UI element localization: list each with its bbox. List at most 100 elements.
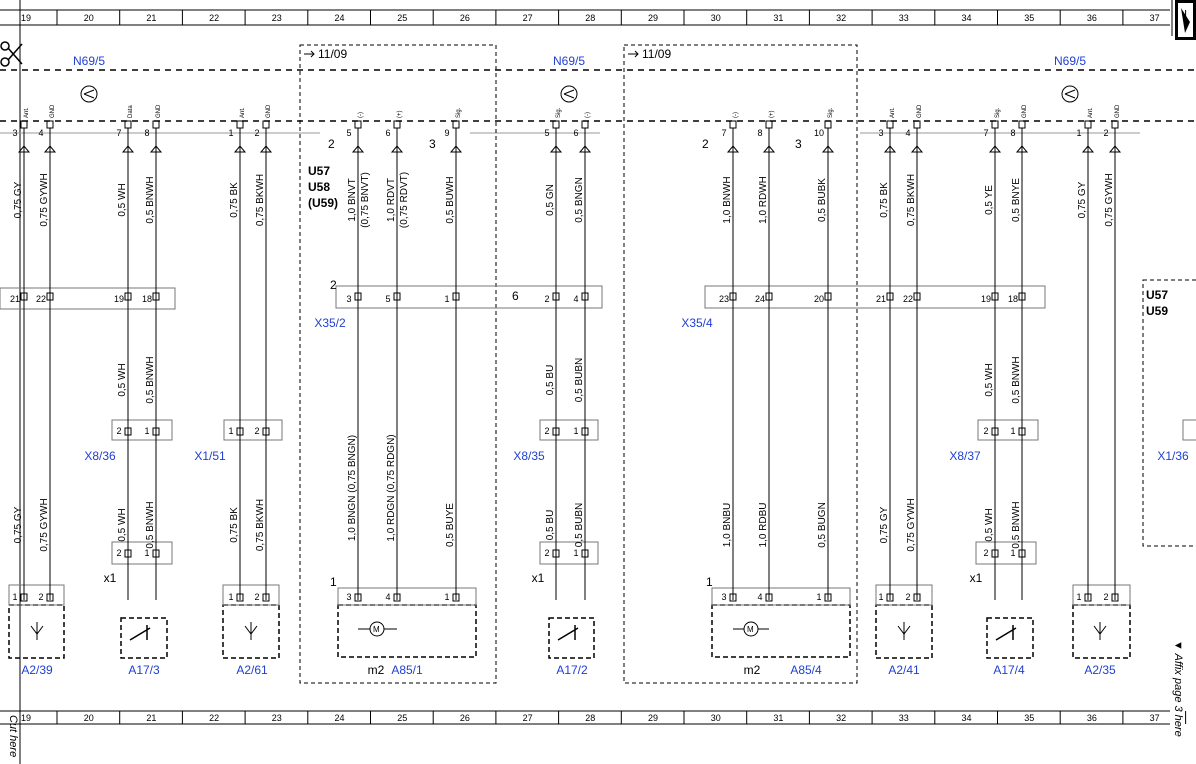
pin-number: 5 bbox=[346, 128, 351, 138]
pin-number: 21 bbox=[10, 294, 20, 304]
pin-socket bbox=[124, 120, 132, 129]
pin-socket bbox=[152, 120, 160, 129]
connector-label: X1/36 bbox=[1157, 449, 1189, 463]
connector-label: X8/37 bbox=[949, 449, 981, 463]
pin-number: 2 bbox=[1103, 592, 1108, 602]
pin-number: 4 bbox=[385, 592, 390, 602]
component-label: A85/1 bbox=[391, 663, 423, 677]
connector-side-number: 3 bbox=[429, 137, 436, 151]
pin-socket bbox=[152, 427, 160, 436]
pin-number: 1 bbox=[1010, 426, 1015, 436]
pin-socket bbox=[824, 593, 832, 602]
bus-label: N69/5 bbox=[1054, 54, 1086, 68]
pin-number: 22 bbox=[903, 294, 913, 304]
pin-socket bbox=[991, 120, 999, 129]
pin-number: 4 bbox=[38, 128, 43, 138]
pin-number: 1 bbox=[1076, 592, 1081, 602]
signal-label: Sig. bbox=[995, 107, 1001, 118]
pin-socket bbox=[824, 120, 832, 129]
pin-number: 8 bbox=[144, 128, 149, 138]
connector-side-number: 1 bbox=[706, 575, 713, 589]
pin-socket bbox=[354, 292, 362, 301]
pin-number: 1 bbox=[12, 592, 17, 602]
signal-label: Sig. bbox=[828, 107, 834, 118]
signal-label: Ant. bbox=[24, 107, 30, 118]
pin-number: 18 bbox=[1008, 294, 1018, 304]
component-label: A17/2 bbox=[556, 663, 588, 677]
pin-socket bbox=[824, 292, 832, 301]
svg-text:M: M bbox=[373, 625, 380, 634]
signal-label: Sig. bbox=[556, 107, 562, 118]
wire-triangle bbox=[1081, 145, 1095, 153]
pin-socket bbox=[913, 292, 921, 301]
wire-label: 0,75 GY bbox=[13, 506, 24, 543]
component-label: A2/35 bbox=[1084, 663, 1116, 677]
wire-triangle bbox=[549, 145, 563, 153]
wire-label-alt: (0,75 BNVT) bbox=[360, 172, 371, 228]
pin-number: 10 bbox=[814, 128, 824, 138]
arrow-icon bbox=[304, 50, 315, 58]
wire-label: 0,5 WH bbox=[984, 363, 995, 396]
wire-label: 0,75 GY bbox=[1077, 181, 1088, 218]
wire-label: 0,75 BK bbox=[229, 182, 240, 218]
pin-number: 1 bbox=[228, 592, 233, 602]
grid-number-bottom: 34 bbox=[961, 713, 971, 723]
pin-number: 3 bbox=[12, 128, 17, 138]
grid-number-bottom: 23 bbox=[272, 713, 282, 723]
pin-number: 2 bbox=[983, 426, 988, 436]
pin-socket bbox=[913, 120, 921, 129]
signal-label: (-) bbox=[358, 112, 364, 118]
grid-number-top: 26 bbox=[460, 13, 470, 23]
grid-number-top: 21 bbox=[146, 13, 156, 23]
pin-number: 21 bbox=[876, 294, 886, 304]
grid-number-top: 32 bbox=[836, 13, 846, 23]
svg-text:M: M bbox=[747, 625, 754, 634]
pin-number: 7 bbox=[116, 128, 121, 138]
grid-number-top: 34 bbox=[961, 13, 971, 23]
pin-socket bbox=[765, 593, 773, 602]
pin-number: 1 bbox=[444, 294, 449, 304]
wire-triangle bbox=[259, 145, 273, 153]
grid-number-bottom: 33 bbox=[899, 713, 909, 723]
pin-socket bbox=[20, 292, 28, 301]
pin-socket bbox=[1111, 593, 1119, 602]
connector-label: X8/36 bbox=[84, 449, 116, 463]
signal-label: GND bbox=[266, 104, 272, 118]
wire-label: 0,5 WH bbox=[117, 363, 128, 396]
variant-label: U57 bbox=[308, 164, 330, 178]
pin-number: 1 bbox=[444, 592, 449, 602]
wire-label: 0,5 WH bbox=[117, 508, 128, 541]
signal-label: Sig. bbox=[456, 107, 462, 118]
grid-number-top: 22 bbox=[209, 13, 219, 23]
pin-socket bbox=[262, 120, 270, 129]
pin-number: 2 bbox=[905, 592, 910, 602]
pin-socket bbox=[354, 593, 362, 602]
wire-triangle bbox=[762, 145, 776, 153]
grid-number-bottom: 19 bbox=[21, 713, 31, 723]
grid-number-bottom: 25 bbox=[397, 713, 407, 723]
pin-number: 18 bbox=[142, 294, 152, 304]
wire-label-alt: (0,75 RDVT) bbox=[399, 172, 410, 228]
wire-label: 0,5 GN bbox=[545, 184, 556, 216]
signal-label: (-) bbox=[585, 112, 591, 118]
pin-socket bbox=[729, 593, 737, 602]
connector-label: X35/2 bbox=[314, 316, 346, 330]
wire-label: 0,75 GYWH bbox=[39, 173, 50, 226]
pin-number: 7 bbox=[983, 128, 988, 138]
wire-label: 0,75 BKWH bbox=[255, 499, 266, 551]
pin-socket bbox=[452, 120, 460, 129]
pin-socket bbox=[124, 292, 132, 301]
wire-label: 0,5 BU bbox=[545, 365, 556, 396]
cut-here-text: Cut here bbox=[7, 715, 19, 757]
signal-label: (+) bbox=[769, 110, 775, 118]
pin-socket bbox=[236, 427, 244, 436]
wire-triangle bbox=[883, 145, 897, 153]
pin-socket bbox=[581, 120, 589, 129]
pin-number: 3 bbox=[878, 128, 883, 138]
wire-triangle bbox=[821, 145, 835, 153]
pin-socket bbox=[46, 292, 54, 301]
pin-socket bbox=[886, 120, 894, 129]
pin-socket bbox=[354, 120, 362, 129]
pin-socket bbox=[1084, 593, 1092, 602]
